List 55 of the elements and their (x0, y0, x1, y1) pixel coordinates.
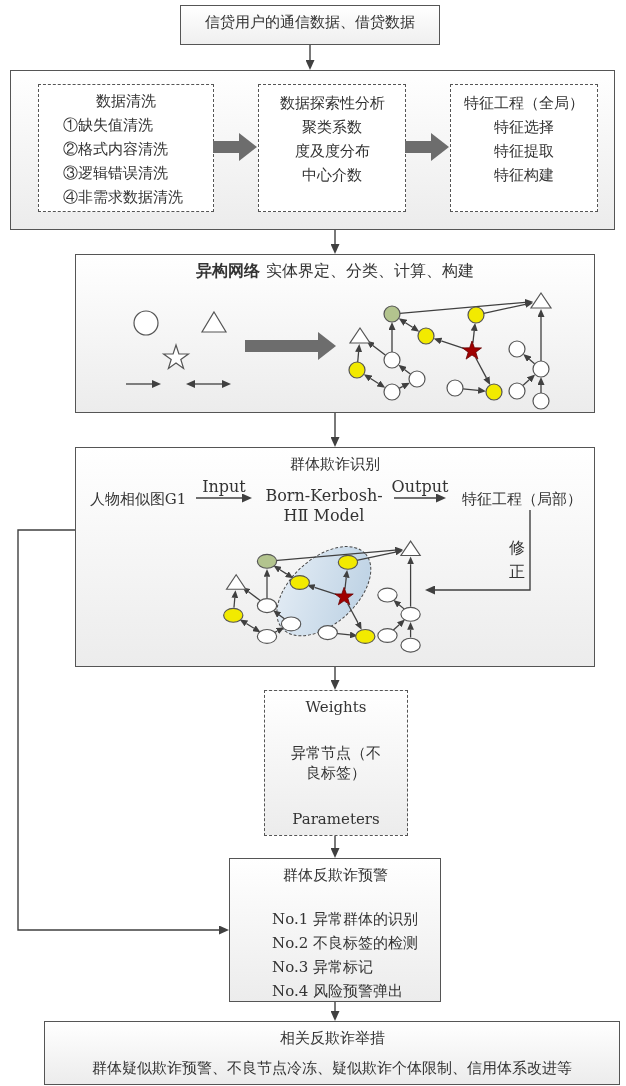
edge-label: Output (391, 478, 449, 496)
body-text: 中心介数 (302, 165, 362, 186)
heading-text: 相关反欺诈举措 (279, 1028, 385, 1048)
body-text: 特征选择 (494, 117, 554, 138)
body-text: No.4 风险预警弹出 (272, 981, 403, 1002)
source-box (180, 5, 440, 45)
arrow (330, 229, 340, 254)
parameter-box (264, 690, 408, 836)
heading-text: 信贷用户的通信数据、借贷数据 (205, 12, 415, 32)
body-text: No.1 异常群体的识别 (272, 909, 418, 930)
arrow (393, 493, 446, 503)
arrow (330, 835, 340, 858)
heading-text: 数据清洗 (96, 91, 156, 111)
edge-label: 修正 (509, 537, 526, 583)
body-text: Parameters (292, 809, 380, 829)
text-label: 人物相似图G1 (89, 489, 187, 509)
body-text: 特征提取 (494, 141, 554, 162)
process-box (229, 858, 441, 1002)
body-text: 度及度分布 (294, 141, 370, 162)
arrow (17, 529, 229, 935)
body-text: ①缺失值清洗 (63, 115, 153, 136)
heading-text: 群体欺诈识别 (290, 454, 380, 474)
process-panel (75, 447, 595, 667)
body-text: ③逻辑错误清洗 (63, 163, 168, 184)
process-box (450, 84, 598, 212)
heading-text: 异构网络 实体界定、分类、计算、构建 (196, 261, 474, 281)
body-text: No.3 异常标记 (272, 957, 373, 978)
body-text: No.2 不良标签的检测 (272, 933, 418, 954)
text-label: Born-Kerbosh-HⅡ Model (264, 486, 384, 526)
process-box (44, 1021, 620, 1085)
arrow (330, 666, 340, 690)
process-panel (75, 254, 595, 413)
arrow (330, 412, 340, 447)
arrow (195, 493, 252, 503)
arrow (305, 44, 315, 70)
heading-text: 群体反欺诈预警 (282, 865, 388, 885)
heading-text: Weights (305, 697, 367, 717)
heading-text: 数据探索性分析 (279, 93, 385, 114)
edge-label: Input (202, 478, 246, 496)
body-text: 群体疑似欺诈预警、不良节点冷冻、疑似欺诈个体限制、信用体系改进等 (92, 1058, 572, 1078)
body-text: ④非需求数据清洗 (63, 187, 183, 208)
block-arrow (213, 133, 257, 161)
process-box (38, 84, 214, 212)
arrow (330, 1001, 340, 1021)
body-text: ②格式内容清洗 (63, 139, 168, 160)
process-box (258, 84, 406, 212)
process-panel (10, 70, 615, 230)
arrow (425, 509, 531, 595)
body-text: 特征构建 (494, 165, 554, 186)
heading-text: 特征工程（全局） (464, 93, 584, 114)
text-label: 特征工程（局部） (462, 489, 582, 509)
block-arrow (245, 332, 336, 360)
body-text: 聚类系数 (302, 117, 362, 138)
block-arrow (405, 133, 449, 161)
body-text: 异常节点（不良标签） (290, 743, 382, 783)
